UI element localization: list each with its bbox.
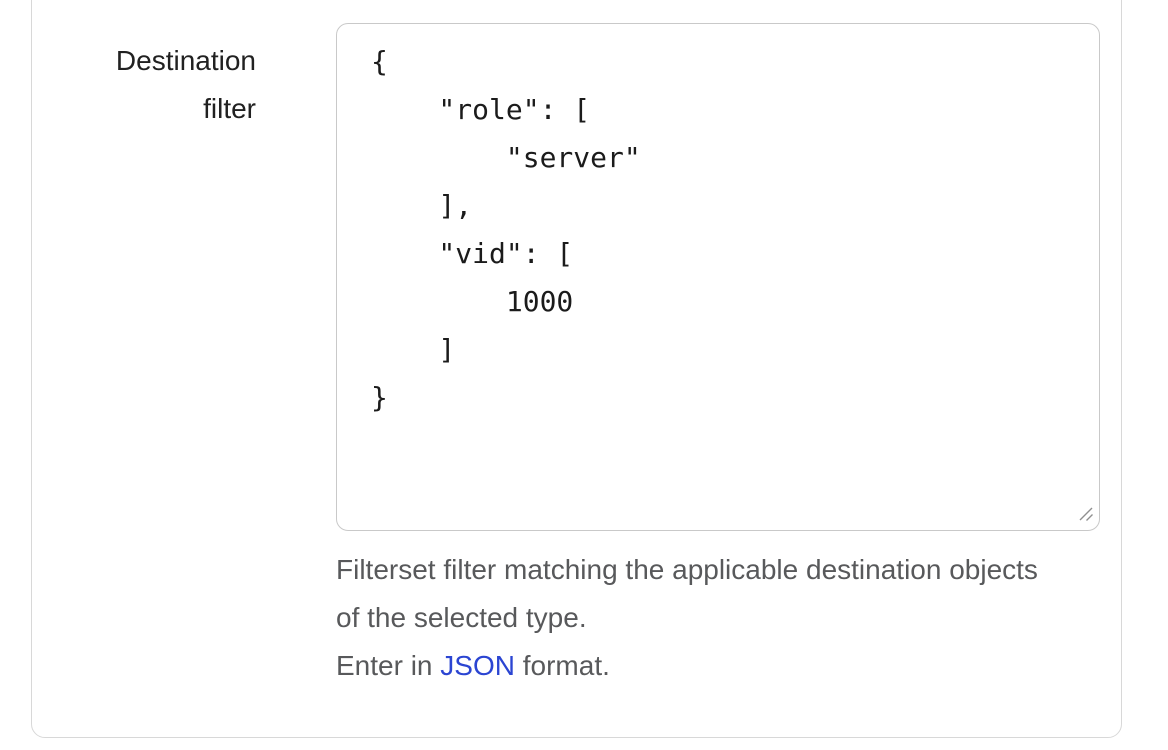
destination-filter-field: Filterset filter matching the applicable… <box>336 23 1102 690</box>
json-format-link[interactable]: JSON <box>440 650 515 681</box>
destination-filter-textarea[interactable] <box>336 23 1100 531</box>
textarea-resize-handle-icon[interactable] <box>1077 505 1094 522</box>
destination-filter-field-row: Destination filter Filterset filter matc… <box>32 0 1121 690</box>
format-hint-suffix: format. <box>514 650 610 681</box>
textarea-wrapper <box>336 23 1100 531</box>
form-card: Destination filter Filterset filter matc… <box>31 0 1122 738</box>
format-hint-prefix: Enter in <box>336 650 441 681</box>
destination-filter-label: Destination filter <box>115 45 256 124</box>
format-hint-line: Enter in JSON format. <box>336 642 1102 690</box>
field-help-text: Filterset filter matching the applicable… <box>336 554 1038 633</box>
